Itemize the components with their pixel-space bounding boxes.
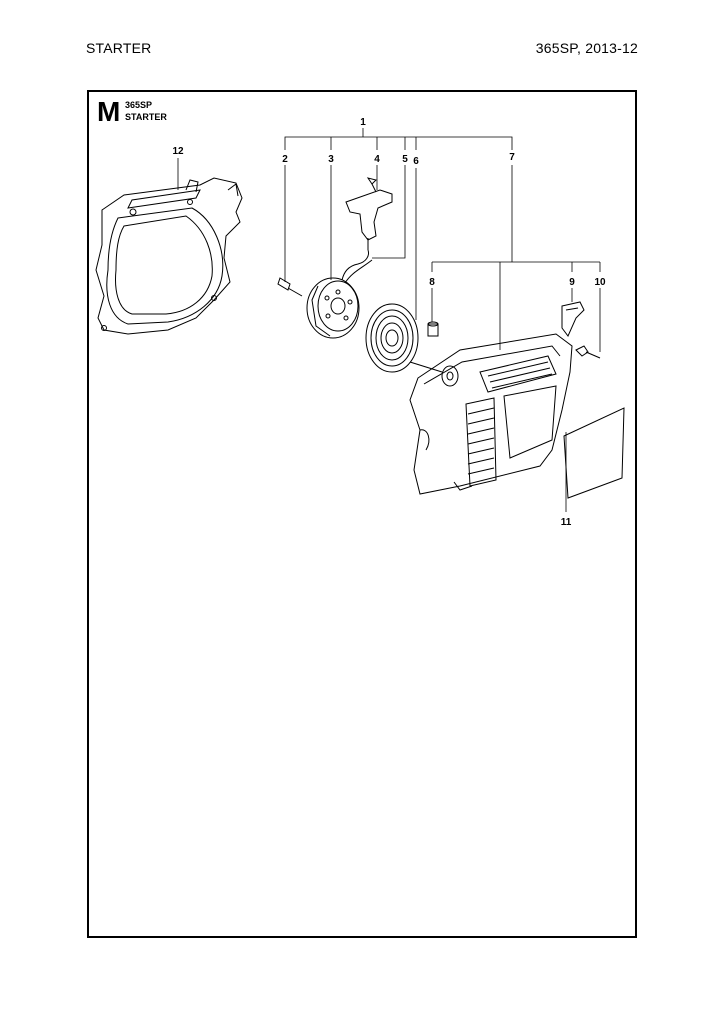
page-header-model-date: 365SP, 2013-12 (535, 40, 638, 56)
callout-7: 7 (509, 152, 515, 163)
page-header-title: STARTER (86, 40, 152, 56)
section-title: STARTER (125, 112, 167, 122)
callout-5: 5 (402, 154, 408, 165)
starter-cover-part-7 (409, 333, 573, 495)
callout-12: 12 (172, 146, 184, 157)
callout-4: 4 (374, 154, 380, 165)
pulley-part-3 (306, 259, 373, 339)
starter-rope-part-5 (341, 249, 369, 281)
bushing-part-8 (427, 321, 439, 337)
callout-2: 2 (282, 154, 288, 165)
callout-3: 3 (328, 154, 334, 165)
grommet-part-9 (561, 301, 585, 337)
callout-1: 1 (360, 117, 366, 128)
screw-part-2 (277, 277, 303, 297)
callout-9: 9 (569, 277, 575, 288)
recoil-spring-part-6 (365, 303, 443, 373)
section-letter: M (97, 96, 121, 127)
callout-10: 10 (594, 277, 606, 288)
section-model: 365SP (125, 100, 153, 110)
callout-leaders (177, 128, 601, 512)
washer (441, 365, 459, 387)
callout-11: 11 (561, 517, 572, 528)
callout-6: 6 (413, 156, 419, 167)
diagram-frame: M 365SP STARTER (87, 90, 637, 938)
starter-handle-part-4 (345, 177, 393, 250)
screw-part-10 (575, 345, 601, 359)
decal-part-11 (563, 407, 625, 499)
fan-housing-part (95, 177, 243, 335)
callout-8: 8 (429, 277, 435, 288)
callout-numbers: 1 2 3 4 5 6 7 8 9 10 11 12 (172, 117, 606, 528)
